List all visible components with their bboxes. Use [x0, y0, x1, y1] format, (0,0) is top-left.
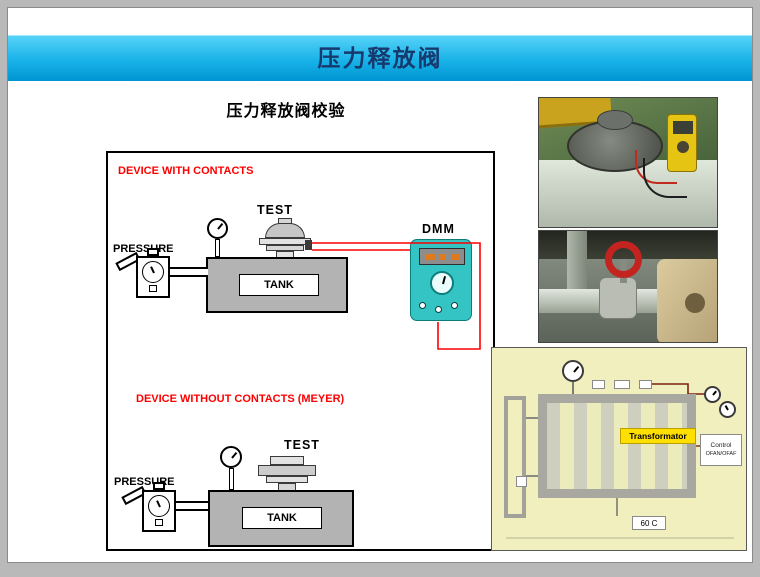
control-box: Control OFAN/OFAF [700, 434, 742, 466]
contact-terminal-icon [305, 240, 312, 250]
photo-relief-valve-test [538, 97, 718, 228]
section1-title: DEVICE WITH CONTACTS [118, 165, 254, 177]
pressure-label-2: PRESSURE [114, 476, 175, 488]
sensor-box [516, 476, 527, 487]
sensor-box [592, 380, 605, 389]
temperature-box: 60 C [632, 516, 666, 530]
dial-knob-icon [430, 271, 454, 295]
dial-gauge-icon [562, 360, 584, 382]
dmm-label: DMM [422, 222, 455, 236]
round-gauge-icon [719, 401, 736, 418]
slide-title: 压力释放阀 [317, 46, 443, 71]
sensor-box [614, 380, 630, 389]
section2-title: DEVICE WITHOUT CONTACTS (MEYER) [136, 393, 345, 405]
pressure-gauge-icon [207, 218, 228, 239]
transformer-diagram: Transformator Control OFAN/OFAF 60 C [491, 347, 747, 551]
schematic-diagram: DEVICE WITH CONTACTS TEST TANK PRESSURE [106, 151, 495, 551]
photo-drain-valve [538, 230, 718, 343]
multimeter-icon [410, 239, 472, 321]
pressure-label-1: PRESSURE [113, 243, 174, 255]
black-lead-wire [643, 158, 687, 198]
tank-2-label: TANK [242, 507, 322, 529]
valve-cap [597, 110, 633, 130]
test-label-1: TEST [257, 203, 293, 217]
control-box-line1: Control [710, 442, 732, 449]
test-label-2: TEST [284, 438, 320, 452]
radiator-icon [504, 396, 526, 518]
title-bar: 压力释放阀 [8, 35, 752, 81]
tank-1-label: TANK [239, 274, 319, 296]
control-box-line2: OFAN/OFAF [705, 451, 737, 457]
valve-body [599, 277, 637, 319]
slide-subtitle: 压力释放阀校验 [226, 103, 346, 120]
red-handwheel [605, 241, 642, 278]
support-bracket [657, 259, 717, 342]
transformer-tank [538, 394, 696, 498]
vertical-pipe [567, 231, 587, 297]
round-gauge-icon [704, 386, 721, 403]
dmm-display [419, 248, 465, 265]
pressure-gauge-icon [220, 446, 242, 468]
sensor-box [639, 380, 652, 389]
transformer-label: Transformator [620, 428, 696, 444]
